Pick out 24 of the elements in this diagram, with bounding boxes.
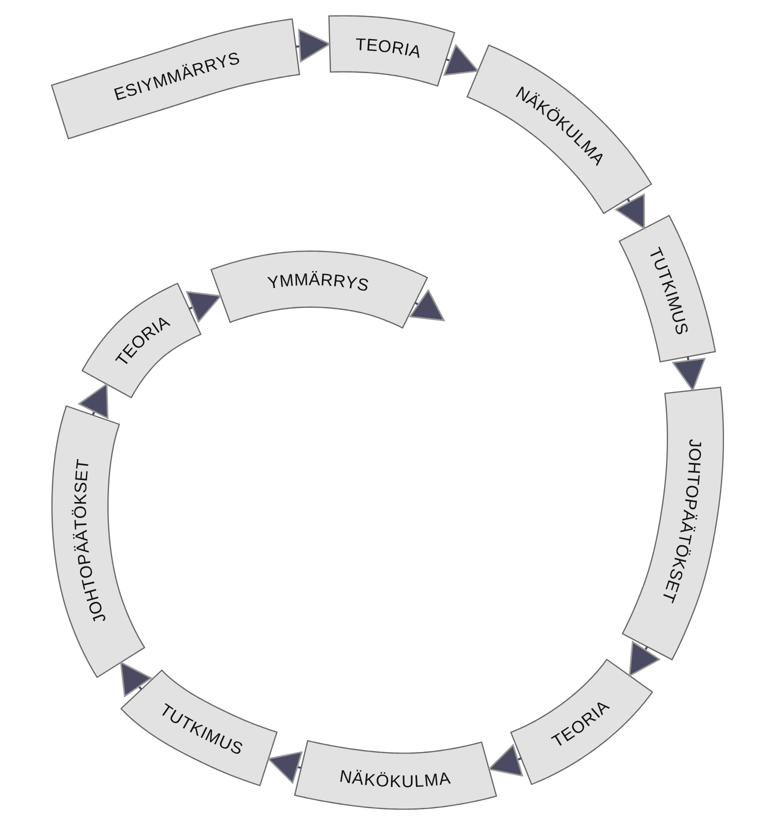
arrow <box>672 356 706 392</box>
spiral-segment <box>120 669 278 786</box>
arrow <box>443 44 479 76</box>
spiral-segment <box>50 18 300 140</box>
arrow <box>120 662 152 697</box>
spiral-segment <box>328 15 456 87</box>
arrow <box>615 194 646 230</box>
spiral-segment <box>51 405 146 678</box>
segment-label: NÄKÖKULMA <box>338 766 452 791</box>
spiral-segment <box>622 386 724 660</box>
arrow <box>78 383 108 419</box>
segment-label: TEORIA <box>355 34 424 62</box>
spiral-segment <box>294 740 498 810</box>
arrow <box>628 641 660 676</box>
arrow <box>409 289 445 322</box>
spiral-segment <box>210 250 428 329</box>
arrow <box>488 744 524 776</box>
spiral-segment <box>510 658 654 786</box>
arrow <box>268 751 302 784</box>
segment-label: YMMÄRRYS <box>266 270 372 296</box>
arrow <box>296 28 330 62</box>
spiral-segment <box>81 282 202 398</box>
spiral-segment <box>618 214 716 362</box>
arrow <box>186 291 222 322</box>
